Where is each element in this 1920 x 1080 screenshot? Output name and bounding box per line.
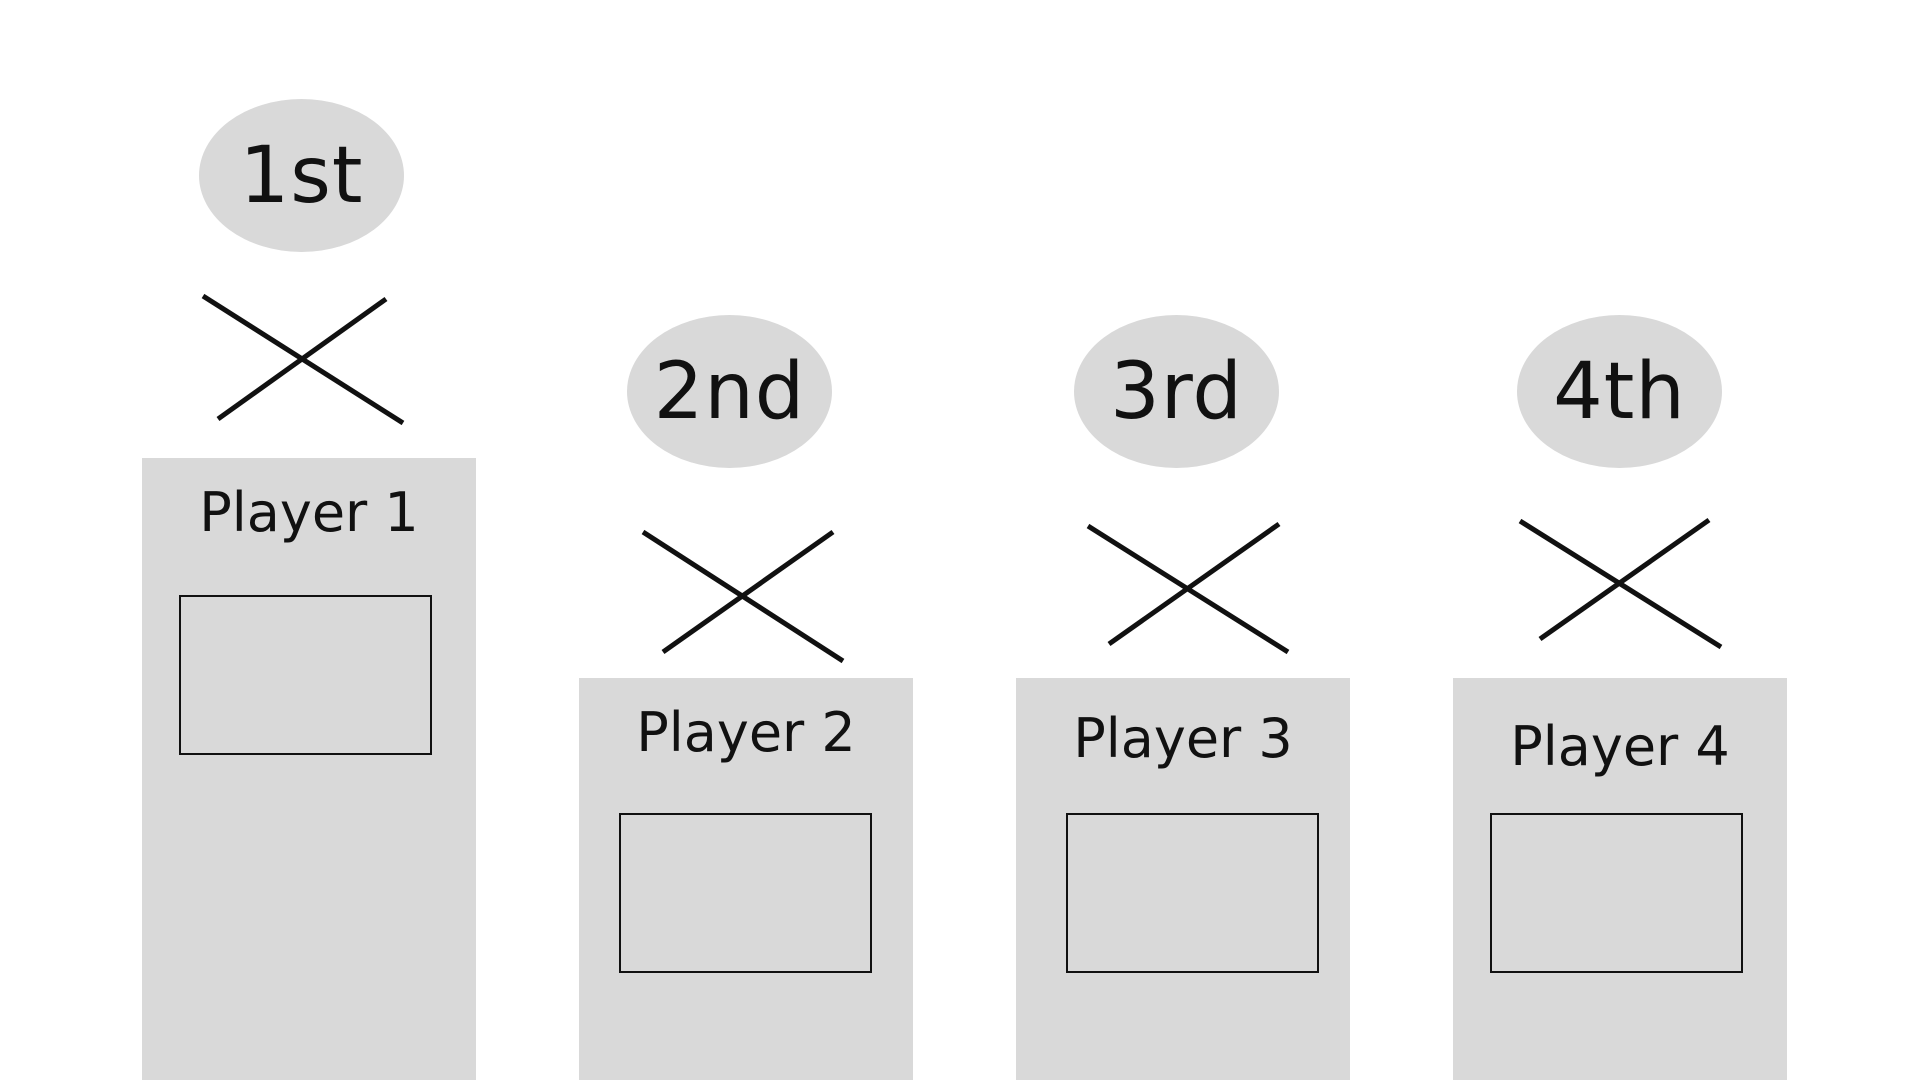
rank-label: 4th <box>1553 346 1686 437</box>
x-mark-icon <box>201 293 405 426</box>
x-mark-icon <box>641 529 845 664</box>
rank-label: 3rd <box>1110 346 1243 437</box>
x-mark-icon <box>1518 517 1723 650</box>
player-name: Player 1 <box>199 481 419 544</box>
rank-label: 1st <box>239 130 364 221</box>
rank-label: 2nd <box>653 346 806 437</box>
podium-player-3[interactable]: Player 3 <box>1016 678 1350 1080</box>
player-name: Player 2 <box>636 701 856 764</box>
podium-player-1[interactable]: Player 1 <box>142 458 476 1080</box>
podium-player-2[interactable]: Player 2 <box>579 678 913 1080</box>
rank-badge-1st: 1st <box>199 99 404 252</box>
podium-player-4[interactable]: Player 4 <box>1453 678 1787 1080</box>
player-image-placeholder <box>1066 813 1319 973</box>
player-name: Player 3 <box>1073 707 1293 770</box>
rank-badge-3rd: 3rd <box>1074 315 1279 468</box>
rank-badge-2nd: 2nd <box>627 315 832 468</box>
player-image-placeholder <box>1490 813 1743 973</box>
x-mark-icon <box>1086 521 1290 655</box>
player-image-placeholder <box>619 813 872 973</box>
player-name: Player 4 <box>1510 715 1730 778</box>
player-image-placeholder <box>179 595 432 755</box>
rank-badge-4th: 4th <box>1517 315 1722 468</box>
